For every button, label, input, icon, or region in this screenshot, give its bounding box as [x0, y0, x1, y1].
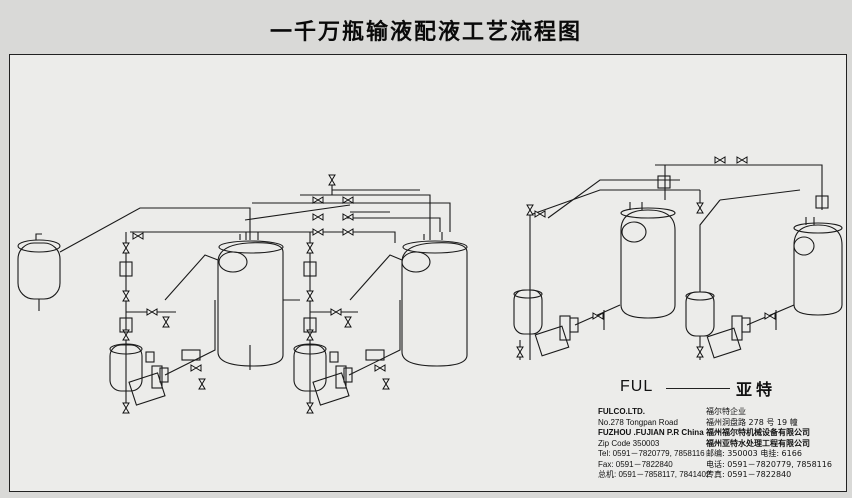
right-large-tank-1 — [620, 202, 676, 319]
company-2-cn: 福州亚特水处理工程有限公司 — [706, 438, 810, 448]
middle-small-tank — [293, 343, 339, 392]
brand-divider — [666, 388, 730, 389]
city-line-en: FUZHOU .FUJIAN P.R China — [598, 428, 704, 437]
address-line-en: No.278 Tongpan Road — [598, 417, 678, 427]
postcode-line-cn: 邮编: 350003 电挂: 6166 — [706, 449, 802, 458]
left-filter-unit — [128, 300, 216, 406]
tel-line-en: Tel: 0591－7820779, 7858116 — [598, 449, 705, 458]
right-large-tank-2 — [793, 217, 843, 316]
company-name-en: FULCO.LTD. — [598, 407, 645, 416]
diagram-frame — [9, 54, 847, 492]
brand-chinese: 亚特 — [736, 380, 777, 399]
address-line-cn: 福州洞盘路 278 号 19 幢 — [706, 417, 798, 427]
tel-line-cn: 电话: 0591－7820779, 7858116 — [706, 459, 832, 469]
left-large-tank — [217, 232, 284, 370]
contact-english: FULCO.LTD. No.278 Tongpan Road FUZHOU .F… — [598, 407, 710, 481]
middle-filter-unit — [312, 300, 401, 406]
company-name-cn: 福尔特企业 — [706, 407, 746, 416]
switchboard-line: 总机: 0591－7858117, 7841402 — [598, 470, 711, 479]
company-1-cn: 福州福尔特机械设备有限公司 — [706, 428, 810, 437]
right-filter-2 — [706, 304, 795, 359]
right-filter-1 — [534, 304, 621, 357]
right-small-tank-2 — [685, 291, 715, 337]
left-dilute-tank — [17, 233, 61, 311]
fax-line-en: Fax: 0591－7822840 — [598, 459, 673, 469]
contact-chinese: 福尔特企业 福州洞盘路 278 号 19 幢 福州福尔特机械设备有限公司 福州亚… — [706, 407, 832, 481]
fax-line-cn: 传真: 0591－7822840 — [706, 470, 792, 479]
left-small-tank — [109, 343, 155, 392]
middle-large-tank — [401, 232, 468, 367]
zip-line-en: Zip Code 350003 — [598, 438, 660, 448]
right-small-tank-1 — [513, 289, 543, 335]
brand-latin: FUL — [620, 378, 654, 395]
diagram-title: 一千万瓶输液配液工艺流程图 — [269, 19, 582, 45]
